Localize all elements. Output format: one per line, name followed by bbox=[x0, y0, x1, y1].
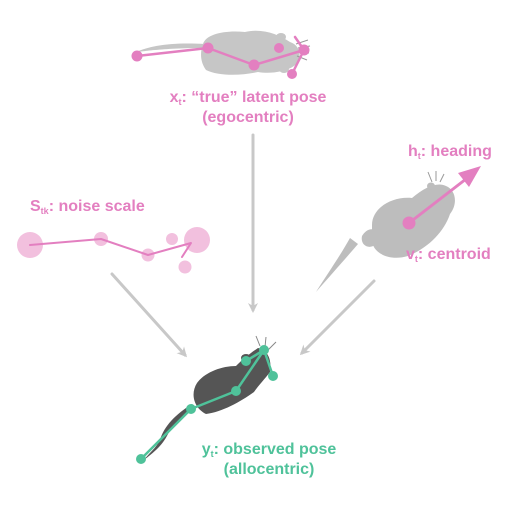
heading-mouse-silhouette bbox=[316, 171, 455, 292]
noise-scale-symbol: S bbox=[30, 198, 41, 215]
latent-pose-label: xt: “true” latent pose (egocentric) bbox=[146, 88, 350, 128]
heading-symbol: h bbox=[408, 143, 418, 160]
observed-pose-frame: (allocentric) bbox=[223, 461, 315, 478]
observed-pose-text: : observed pose bbox=[213, 441, 337, 458]
centroid-subscript: t bbox=[414, 254, 418, 264]
heading-subscript: t bbox=[417, 151, 421, 161]
flow-arrows bbox=[110, 133, 376, 358]
latent-pose-symbol: x bbox=[169, 89, 179, 106]
observed-pose-symbol: y bbox=[201, 441, 211, 458]
noise-scale-halos bbox=[17, 227, 210, 274]
observed-pose-keypoints bbox=[136, 345, 278, 464]
noise-scale-label: Stk: noise scale bbox=[30, 197, 145, 217]
latent-pose-frame: (egocentric) bbox=[202, 109, 294, 126]
observed-pose-label: yt: observed pose (allocentric) bbox=[186, 440, 352, 480]
centroid-label: vt: centroid bbox=[406, 245, 491, 265]
arrow-centroid-to-observed bbox=[299, 279, 376, 356]
heading-text: : heading bbox=[420, 143, 492, 160]
arrow-noise-to-observed bbox=[110, 272, 188, 358]
centroid-symbol: v bbox=[406, 246, 415, 263]
heading-arrow bbox=[407, 177, 468, 225]
latent-pose-keypoints bbox=[131, 42, 310, 79]
centroid-point bbox=[402, 216, 416, 230]
latent-pose-subscript: t bbox=[178, 97, 182, 107]
heading-label: ht: heading bbox=[408, 142, 492, 162]
observed-pose-subscript: t bbox=[210, 449, 214, 459]
noise-scale-text: : noise scale bbox=[48, 198, 145, 215]
latent-pose-text: : “true” latent pose bbox=[181, 89, 327, 106]
centroid-text: : centroid bbox=[417, 246, 491, 263]
noise-scale-subscript: tk bbox=[40, 206, 49, 216]
heading-arrowhead bbox=[458, 166, 481, 187]
noise-scale-skeleton bbox=[29, 238, 192, 258]
observed-pose-figure bbox=[136, 335, 278, 464]
heading-centroid-figure bbox=[316, 166, 481, 292]
latent-pose-figure bbox=[131, 30, 311, 79]
noise-scale-figure bbox=[17, 227, 210, 274]
latent-mouse-silhouette bbox=[136, 30, 311, 75]
